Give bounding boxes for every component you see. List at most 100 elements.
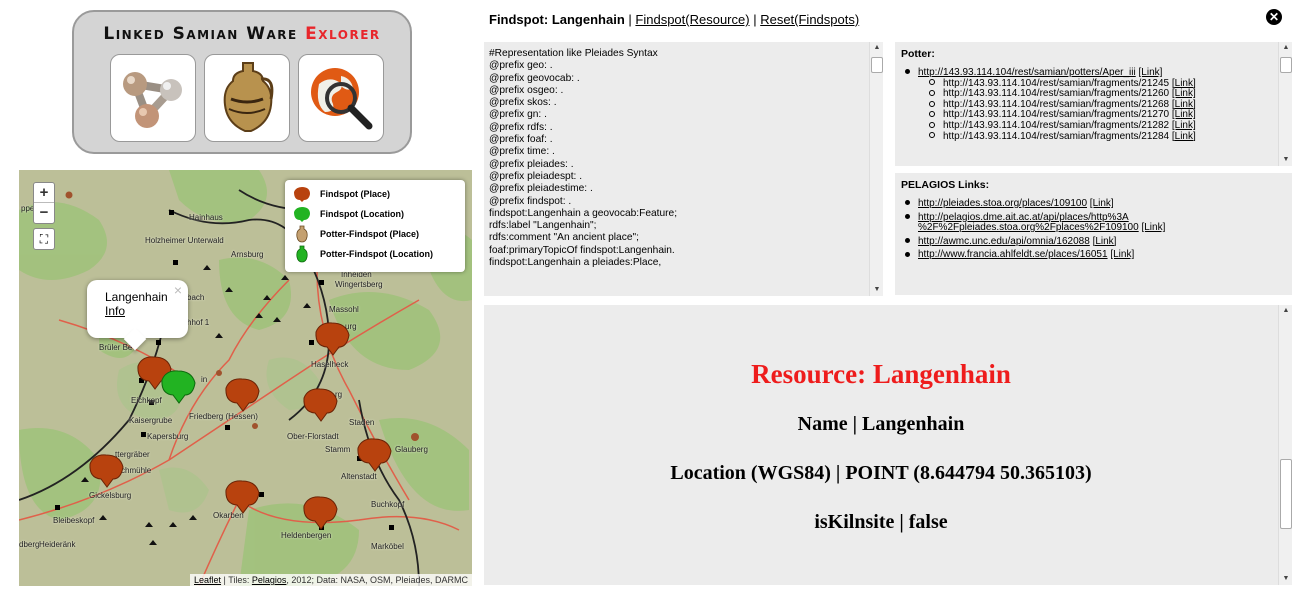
findspot-marker[interactable] xyxy=(313,318,351,356)
scroll-down-arrow-icon[interactable]: ▼ xyxy=(873,286,881,293)
scroll-thumb[interactable] xyxy=(871,57,883,73)
popup-info-link[interactable]: Info xyxy=(105,304,126,318)
reset-findspots-link[interactable]: Reset(Findspots) xyxy=(760,12,860,27)
logo-title-main: Linked Samian Ware xyxy=(103,24,298,44)
pelagios-title: PELAGIOS Links: xyxy=(901,179,990,191)
findspot-marker[interactable] xyxy=(301,492,339,530)
amphora-icon[interactable] xyxy=(204,54,290,142)
map-label: Friedberg (Hessen) xyxy=(189,412,258,421)
link-button[interactable]: [Link] xyxy=(1138,67,1163,78)
attribution-text: | Tiles: xyxy=(221,575,252,585)
fragment-url: http://143.93.114.104/rest/samian/fragme… xyxy=(943,130,1170,142)
map-legend: Findspot (Place) Findspot (Location) Pot… xyxy=(285,180,465,272)
header-separator: | xyxy=(753,12,757,27)
legend-item: Potter-Findspot (Place) xyxy=(291,224,459,244)
map-label: Inheiden xyxy=(341,270,372,279)
list-item: http://143.93.114.104/rest/samian/fragme… xyxy=(901,130,1286,143)
resource-name: Name | Langenhain xyxy=(797,413,965,435)
pelagios-link[interactable]: Pelagios xyxy=(251,575,287,585)
link-button[interactable]: [Link] xyxy=(1171,119,1196,131)
rdf-line: rdfs:comment "An ancient place"; xyxy=(489,232,639,244)
list-item: http://143.93.114.104/rest/samian/fragme… xyxy=(901,110,1286,121)
rdf-text-panel[interactable]: #Representation like Pleiades Syntax @pr… xyxy=(484,42,883,296)
findspot-marker[interactable] xyxy=(301,384,339,422)
pelagios-url-link[interactable]: http://www.francia.ahlfeldt.se/places/16… xyxy=(918,249,1108,261)
zoom-out-button[interactable]: − xyxy=(39,204,49,221)
resource-scrollbar[interactable]: ▲ ▼ xyxy=(1278,305,1292,585)
fragment-url: http://143.93.114.104/rest/samian/fragme… xyxy=(943,77,1170,89)
map-label: Ober-Florstadt xyxy=(287,432,339,441)
legend-item: Findspot (Location) xyxy=(291,204,459,224)
findspot-marker[interactable] xyxy=(355,434,393,472)
close-icon[interactable]: ✕ xyxy=(1266,9,1282,25)
findspot-title: Findspot: Langenhain xyxy=(489,12,625,27)
list-item: http://143.93.114.104/rest/samian/fragme… xyxy=(901,77,1286,90)
map-label: Marköbel xyxy=(371,542,404,551)
pelagios-url-link[interactable]: http://pelagios.dme.ait.ac.at/api/places… xyxy=(918,211,1129,223)
rdf-line: @prefix pleiadestime: . xyxy=(489,183,593,195)
link-button[interactable]: [Link] xyxy=(1171,77,1196,89)
map-label: hhof 1 xyxy=(187,318,210,327)
link-button[interactable]: [Link] xyxy=(1092,235,1117,247)
map-label: Altenstadt xyxy=(341,472,377,481)
popup-close-button[interactable]: × xyxy=(173,282,182,298)
network-icon[interactable] xyxy=(110,54,196,142)
header-separator: | xyxy=(628,12,632,27)
leaflet-link[interactable]: Leaflet xyxy=(194,575,222,585)
pelagios-url-link[interactable]: http://awmc.unc.edu/api/omnia/162088 xyxy=(918,235,1090,247)
scroll-up-arrow-icon[interactable]: ▲ xyxy=(1282,44,1290,51)
potter-findspot-location-icon xyxy=(291,245,313,263)
pelagios-url-link[interactable]: %2F%2Fpleiades.stoa.org%2Fplaces%2F10910… xyxy=(918,222,1139,234)
link-button[interactable]: [Link] xyxy=(1110,249,1135,261)
resource-kilnsite: isKilnsite | false xyxy=(814,511,948,533)
findspot-marker[interactable] xyxy=(223,374,261,412)
link-button[interactable]: [Link] xyxy=(1171,88,1196,100)
scroll-down-arrow-icon[interactable]: ▼ xyxy=(1282,575,1290,582)
potter-link[interactable]: http://143.93.114.104/rest/samian/potter… xyxy=(918,67,1136,78)
scroll-thumb[interactable] xyxy=(1280,459,1292,529)
zoom-control: + − xyxy=(33,182,55,224)
globe-search-icon[interactable] xyxy=(298,54,384,142)
fullscreen-button[interactable]: ⛶ xyxy=(33,228,55,250)
link-button[interactable]: [Link] xyxy=(1141,222,1166,234)
rdf-scrollbar[interactable]: ▲ ▼ xyxy=(869,42,883,296)
link-button[interactable]: [Link] xyxy=(1089,198,1114,209)
pelagios-url-link[interactable]: http://pleiades.stoa.org/places/109100 xyxy=(918,198,1088,209)
scroll-down-arrow-icon[interactable]: ▼ xyxy=(1282,156,1290,163)
link-button[interactable]: [Link] xyxy=(1171,98,1196,110)
map-label: Okarben xyxy=(213,511,244,520)
map-label: Heideränk xyxy=(39,540,76,549)
scroll-up-arrow-icon[interactable]: ▲ xyxy=(1282,307,1290,314)
list-item: %2F%2Fpleiades.stoa.org%2Fplaces%2F10910… xyxy=(901,222,1286,234)
findspot-marker[interactable] xyxy=(87,450,125,488)
map-label: dberg xyxy=(19,540,40,549)
map-label: Stamm xyxy=(325,445,351,454)
scroll-up-arrow-icon[interactable]: ▲ xyxy=(873,44,881,51)
findspot-resource-link[interactable]: Findspot(Resource) xyxy=(635,12,750,27)
map-label: Wingertsberg xyxy=(335,280,383,289)
findspot-location-marker[interactable] xyxy=(159,366,197,404)
map-label: Heldenbergen xyxy=(281,531,332,540)
potter-findspot-place-icon xyxy=(291,225,313,243)
zoom-in-button[interactable]: + xyxy=(34,183,54,203)
link-button[interactable]: [Link] xyxy=(1171,130,1196,142)
map[interactable]: ppelberg Hainhaus Holzheimer Unterwald A… xyxy=(19,170,472,586)
scroll-thumb[interactable] xyxy=(1280,57,1292,73)
map-label: chmühle xyxy=(121,466,152,475)
map-label: Holzheimer Unterwald xyxy=(145,236,224,245)
findspot-marker[interactable] xyxy=(135,352,173,390)
map-label: Hainhaus xyxy=(189,213,223,222)
pelagios-panel: PELAGIOS Links: http://pleiades.stoa.org… xyxy=(895,173,1292,295)
map-label: Massohl xyxy=(329,305,359,314)
map-label: urg xyxy=(345,322,357,331)
list-item: http://www.francia.ahlfeldt.se/places/16… xyxy=(901,250,1286,261)
potter-scrollbar[interactable]: ▲ ▼ xyxy=(1278,42,1292,166)
rdf-line: @prefix pleiades: . xyxy=(489,158,574,170)
map-label: Glauberg xyxy=(395,445,428,454)
rdf-line: @prefix rdfs: . xyxy=(489,121,553,133)
map-label: Eichkopf xyxy=(131,396,162,405)
logo-title-accent: Exlorer xyxy=(305,24,381,44)
fullscreen-icon: ⛶ xyxy=(39,232,49,246)
link-button[interactable]: [Link] xyxy=(1171,109,1196,121)
findspot-marker[interactable] xyxy=(223,476,261,514)
